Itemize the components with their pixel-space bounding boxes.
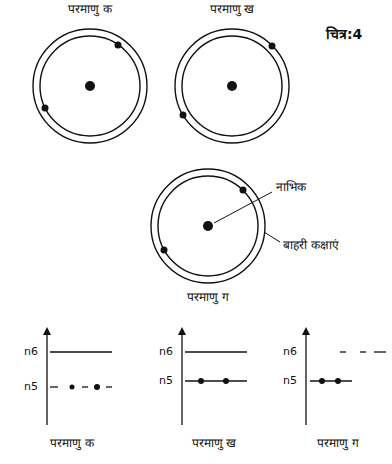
electron [180,112,187,119]
part-label: नाभिक [276,180,306,194]
energy-levels-kha [182,334,247,425]
electron [198,378,204,384]
panel-label: परमाणु ग [317,436,359,450]
atom-ka [33,29,147,143]
energy-levels-ga [306,334,386,425]
electron [70,385,75,390]
figure-number: चित्र:4 [326,26,362,43]
level-label: n6 [283,345,297,358]
atom-kha [175,29,289,143]
leader-line [214,192,272,223]
part-label: बाहरी कक्षाएं [283,238,339,252]
level-label: n5 [24,380,38,393]
electron [42,105,49,112]
nucleus [227,81,237,91]
atom-ga [151,169,265,283]
electron [335,378,341,384]
level-label: n5 [159,374,173,387]
atom-label: परमाणु ग [187,290,229,304]
leader-line [264,232,280,242]
electron [269,43,276,50]
atom-label: परमाणु क [68,2,112,16]
level-label: n6 [24,345,38,358]
level-label: n6 [159,345,173,358]
energy-levels-ka [47,334,112,425]
electron [319,378,325,384]
panel-label: परमाणु क [50,436,94,450]
panel-label: परमाणु ख [192,436,237,450]
electron [240,187,247,194]
level-label: n5 [283,374,297,387]
nucleus [203,221,213,231]
electron [161,247,168,254]
electron [94,384,100,390]
electron [223,378,229,384]
electron [115,42,122,49]
atom-label: परमाणु ख [210,2,255,16]
nucleus [85,81,95,91]
